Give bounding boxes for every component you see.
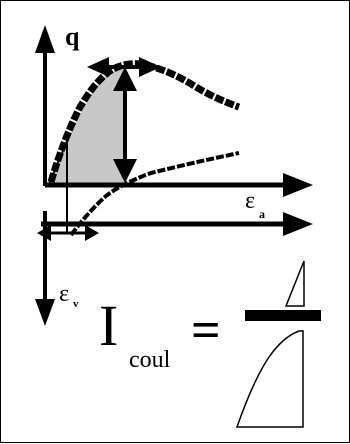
peak-vertical-arrowhead-top xyxy=(113,67,137,91)
epsilon-a-subscript: a xyxy=(259,207,265,221)
fraction-bar xyxy=(245,310,321,321)
epsilon-v-axis-arrowhead xyxy=(35,299,55,326)
peak-vertical-arrowhead-bottom xyxy=(113,159,137,183)
stress-curve xyxy=(47,60,241,183)
epsilon-v-symbol: ε xyxy=(59,281,69,307)
residual-curve xyxy=(69,151,240,237)
denominator-shape xyxy=(235,330,304,428)
q-axis-arrowhead xyxy=(35,25,55,53)
coulomb-index-symbol: I xyxy=(99,293,118,358)
coulomb-index-subscript: coul xyxy=(129,347,171,373)
origin-arrowhead-left xyxy=(37,225,51,241)
peak-horizontal-arrowhead-left xyxy=(87,57,109,77)
q-label: q xyxy=(65,22,80,51)
peak-horizontal-arrowhead-right xyxy=(139,57,161,77)
epsilon-a-axis-arrowhead xyxy=(283,173,313,197)
shaded-area xyxy=(49,67,125,184)
epsilon-a-symbol: ε xyxy=(245,188,255,214)
origin-arrowhead-right xyxy=(85,225,99,241)
horizontal-axis-2-arrowhead xyxy=(283,212,313,236)
numerator-triangle xyxy=(284,260,305,307)
equals-sign: = xyxy=(191,302,221,359)
epsilon-v-subscript: v xyxy=(73,298,79,310)
